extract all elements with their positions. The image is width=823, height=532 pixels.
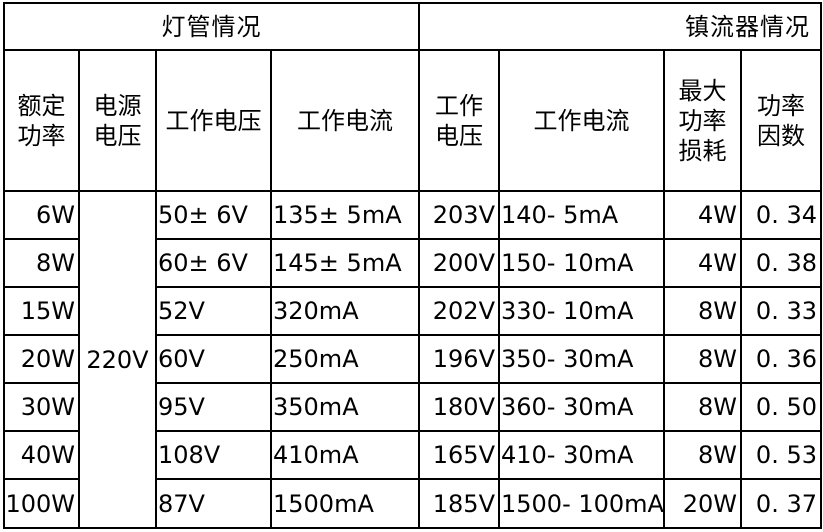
tube-current-header: 工作电流 [270, 49, 420, 192]
header-line: 电压 [93, 121, 142, 150]
ballast-voltage-cell: 180V [418, 382, 500, 432]
tube-voltage-cell: 52V [155, 286, 272, 336]
ballast-current-cell: 360- 30mA [498, 382, 665, 432]
tube-current-cell: 250mA [270, 334, 420, 384]
tube-voltage-cell: 108V [155, 430, 272, 480]
group-header-row: 灯管情况 镇流器情况 [3, 2, 822, 51]
header-line: 功率 [678, 106, 727, 135]
power-factor-cell: 0. 34 [740, 190, 822, 240]
ballast-current-cell: 140- 5mA [498, 190, 665, 240]
table-row: 6W 220V 50± 6V 135± 5mA 203V 140- 5mA 4W… [3, 190, 822, 529]
power-factor-cell: 0. 33 [740, 286, 822, 336]
power-factor-cell: 0. 37 [740, 478, 822, 529]
rated-power-cell: 20W [3, 334, 80, 384]
tube-voltage-header: 工作电压 [155, 49, 272, 192]
tube-current-cell: 320mA [270, 286, 420, 336]
header-line: 功率 [17, 121, 66, 150]
max-loss-cell: 4W [663, 238, 742, 288]
column-header-row: 额定 功率 电源 电压 工作电压 工作电流 工作 电压 工作电流 最大 功率 损… [3, 49, 822, 192]
rated-power-cell: 40W [3, 430, 80, 480]
ballast-current-cell: 350- 30mA [498, 334, 665, 384]
header-line: 工作 [435, 91, 483, 120]
tube-voltage-cell: 60V [155, 334, 272, 384]
fluorescent-tube-spec-table: 灯管情况 镇流器情况 额定 功率 电源 电压 工作电压 工作电流 工作 电压 工… [3, 2, 822, 529]
ballast-current-header: 工作电流 [498, 49, 665, 192]
table-row: 30W 95V 350mA 180V 360- 30mA 8W 0. 50 [3, 382, 822, 432]
header-line: 电源 [93, 91, 142, 120]
supply-voltage-header: 电源 电压 [78, 49, 157, 192]
max-loss-cell: 20W [663, 478, 742, 529]
power-factor-cell: 0. 53 [740, 430, 822, 480]
power-factor-cell: 0. 36 [740, 334, 822, 384]
power-factor-cell: 0. 50 [740, 382, 822, 432]
max-loss-cell: 8W [663, 382, 742, 432]
ballast-voltage-cell: 165V [418, 430, 500, 480]
power-factor-header: 功率 因数 [740, 49, 822, 192]
ballast-voltage-cell: 203V [418, 190, 500, 240]
header-line: 损耗 [678, 136, 727, 165]
header-line: 因数 [757, 121, 805, 150]
rated-power-cell: 6W [3, 190, 80, 240]
tube-voltage-cell: 60± 6V [155, 238, 272, 288]
table-row: 40W 108V 410mA 165V 410- 30mA 8W 0. 53 [3, 430, 822, 480]
power-factor-cell: 0. 38 [740, 238, 822, 288]
supply-voltage-cell: 220V [78, 190, 157, 529]
ballast-voltage-cell: 185V [418, 478, 500, 529]
rated-power-cell: 30W [3, 382, 80, 432]
tube-voltage-cell: 50± 6V [155, 190, 272, 240]
ballast-current-cell: 150- 10mA [498, 238, 665, 288]
ballast-current-cell: 1500- 100mA [498, 478, 665, 529]
tube-current-cell: 410mA [270, 430, 420, 480]
ballast-voltage-header: 工作 电压 [418, 49, 500, 192]
table-row: 15W 52V 320mA 202V 330- 10mA 8W 0. 33 [3, 286, 822, 336]
tube-current-cell: 350mA [270, 382, 420, 432]
header-line: 功率 [757, 91, 805, 120]
tube-current-cell: 1500mA [270, 478, 420, 529]
max-loss-cell: 4W [663, 190, 742, 240]
max-loss-cell: 8W [663, 430, 742, 480]
rated-power-cell: 15W [3, 286, 80, 336]
tube-current-cell: 145± 5mA [270, 238, 420, 288]
tube-current-cell: 135± 5mA [270, 190, 420, 240]
ballast-current-cell: 330- 10mA [498, 286, 665, 336]
ballast-voltage-cell: 200V [418, 238, 500, 288]
table-row: 8W 60± 6V 145± 5mA 200V 150- 10mA 4W 0. … [3, 238, 822, 288]
header-line: 额定 [17, 91, 66, 120]
tube-voltage-cell: 87V [155, 478, 272, 529]
rated-power-cell: 100W [3, 478, 80, 529]
ballast-current-cell: 410- 30mA [498, 430, 665, 480]
ballast-voltage-cell: 196V [418, 334, 500, 384]
rated-power-header: 额定 功率 [3, 49, 80, 192]
table-row: 20W 60V 250mA 196V 350- 30mA 8W 0. 36 [3, 334, 822, 384]
ballast-group-header: 镇流器情况 [418, 2, 822, 51]
header-line: 最大 [678, 76, 727, 105]
max-loss-cell: 8W [663, 334, 742, 384]
tube-group-header: 灯管情况 [3, 2, 420, 51]
table-row: 100W 87V 1500mA 185V 1500- 100mA 20W 0. … [3, 478, 822, 529]
ballast-voltage-cell: 202V [418, 286, 500, 336]
rated-power-cell: 8W [3, 238, 80, 288]
tube-voltage-cell: 95V [155, 382, 272, 432]
max-loss-header: 最大 功率 损耗 [663, 49, 742, 192]
max-loss-cell: 8W [663, 286, 742, 336]
header-line: 电压 [435, 121, 483, 150]
